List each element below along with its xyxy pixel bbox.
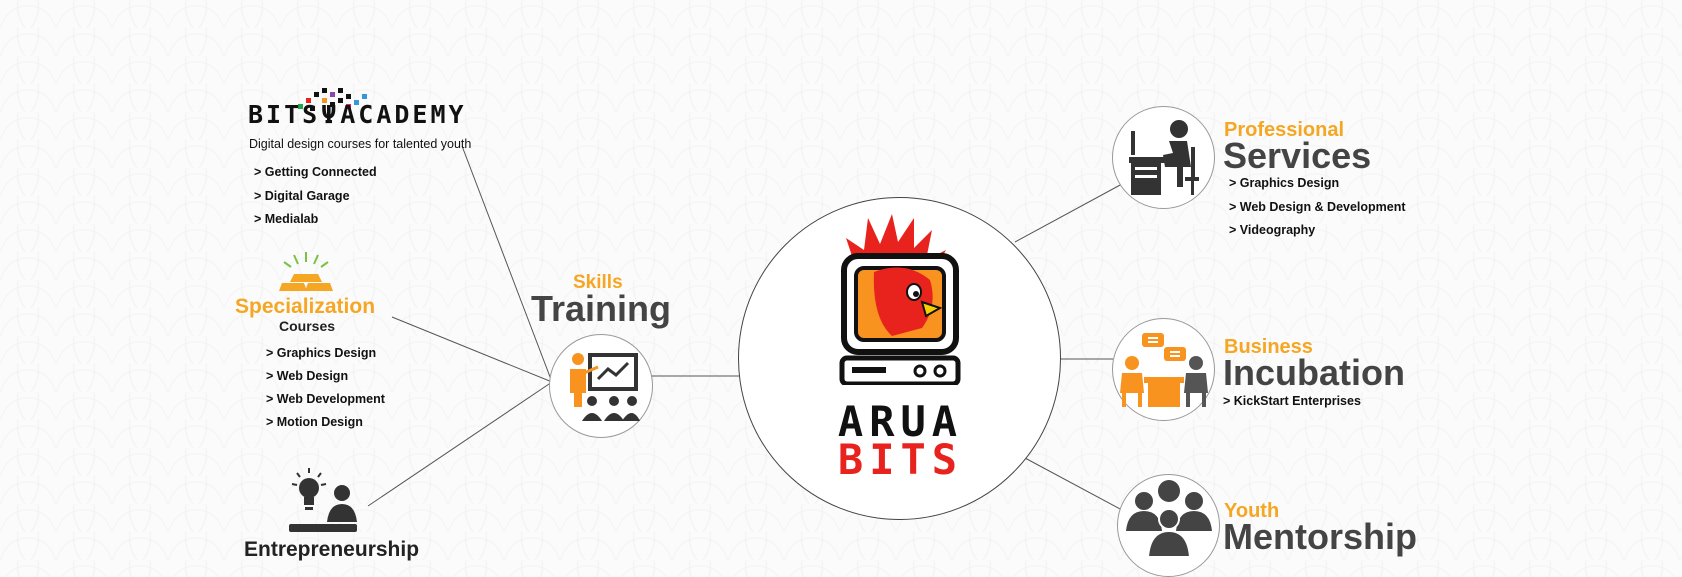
incubation-label: Incubation (1223, 352, 1405, 393)
professional-circle (1112, 106, 1215, 209)
youth-circle (1117, 474, 1220, 577)
specialization-title: Specialization (235, 295, 376, 318)
rooster-computer-icon (839, 214, 961, 385)
desk-worker-icon (1129, 120, 1199, 195)
services-label: Services (1223, 135, 1372, 176)
list-item: > Digital Garage (254, 188, 350, 203)
academy-tagline: Digital design courses for talented yout… (249, 137, 472, 151)
presentation-icon (570, 353, 640, 421)
entrepreneurship-title: Entrepreneurship (244, 538, 420, 561)
gold-bars-icon (279, 252, 333, 291)
list-item: > Web Design (266, 369, 349, 383)
center-logo-circle: ARUA BITS (738, 197, 1061, 520)
list-item: > Web Design & Development (1229, 199, 1406, 214)
list-item: > Medialab (254, 212, 319, 226)
specialization-subtitle: Courses (279, 318, 336, 334)
business-program-list: > KickStart Enterprises (1223, 390, 1361, 414)
business-circle (1112, 318, 1215, 421)
youth-label: Youth (1224, 500, 1280, 522)
list-item: > Graphics Design (1229, 176, 1340, 190)
line-specialization-to-training (391, 316, 553, 383)
logo-word-bits: BITS (837, 435, 964, 484)
list-item: > KickStart Enterprises (1223, 394, 1361, 408)
meeting-icon (1120, 333, 1208, 407)
line-entrepreneurship-to-training (367, 381, 553, 507)
academy-logo-bits: BITS (248, 100, 321, 129)
line-center-to-youth (1024, 457, 1123, 511)
tree-trunk-icon: Ψ (321, 100, 340, 129)
bits-academy-logo: BITSΨACADEMY (248, 100, 467, 129)
business-label: Business (1224, 336, 1313, 358)
mentorship-label: Mentorship (1223, 516, 1417, 557)
connector-lines (367, 145, 1123, 511)
list-item: > Web Development (266, 392, 385, 406)
list-item: > Graphics Design (266, 346, 377, 360)
training-label: Training (531, 288, 672, 329)
training-circle (549, 334, 653, 438)
specialization-course-list: > Graphics Design > Web Design > Web Dev… (266, 342, 385, 434)
list-item: > Motion Design (266, 415, 363, 429)
skills-label: Skills (573, 272, 623, 293)
academy-course-list: > Getting Connected > Digital Garage > M… (254, 161, 377, 232)
idea-businessman-icon (289, 468, 357, 532)
group-people-icon (1126, 480, 1212, 558)
logo-word-arua: ARUA (837, 397, 964, 446)
academy-logo-academy: ACADEMY (340, 100, 467, 129)
line-center-to-professional (1014, 183, 1123, 243)
line-academy-to-training (461, 145, 553, 383)
professional-service-list: > Graphics Design > Web Design & Develop… (1229, 172, 1406, 243)
pixel-tree-icon (298, 88, 367, 111)
list-item: > Videography (1229, 223, 1316, 237)
professional-label: Professional (1224, 119, 1345, 141)
list-item: > Getting Connected (254, 165, 377, 179)
